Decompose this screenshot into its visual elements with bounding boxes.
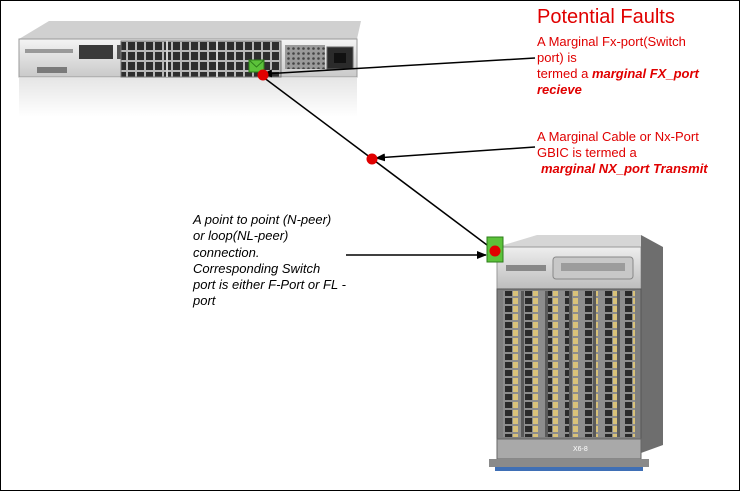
note-line-1: A point to point (N-peer) [193, 212, 332, 227]
fx-port-fault-text: A Marginal Fx-port(Switch port) is terme… [537, 34, 699, 98]
nx-port-fault-text: A Marginal Cable or Nx-Port GBIC is term… [537, 129, 708, 177]
fx-port-fault-dot [257, 69, 269, 81]
nx-line-1: A Marginal Cable or Nx-Port [537, 129, 699, 144]
note-line-2: or loop(NL-peer) [193, 228, 289, 244]
fx-line-2: port) is [537, 50, 577, 65]
fx-fault-term-cont: recieve [537, 82, 582, 97]
note-line-3: connection. [193, 244, 260, 260]
note-line-6: port [193, 293, 216, 309]
nx-port-fault-arrow [375, 146, 536, 162]
fx-fault-term: marginal FX_port [591, 66, 699, 81]
edge-switch-image [18, 21, 361, 117]
nx-port-end-fault-dot [489, 245, 501, 257]
director-chassis-image [489, 235, 663, 471]
potential-faults-title: Potential Faults [537, 6, 675, 28]
fx-line-3-lead: termed a [537, 66, 589, 81]
nx-port-fault-dot [366, 153, 378, 165]
nx-fault-term: marginal NX_port Transmit [541, 161, 708, 176]
note-line-4: Corresponding Switch [193, 260, 321, 276]
nx-line-2: GBIC is termed a [537, 145, 637, 160]
cable-link-line [262, 76, 496, 252]
note-line-5: port is either F-Port or FL - [193, 277, 346, 293]
connection-note-text: A point to point (N-peer) or loop(NL-pee… [193, 212, 346, 310]
fx-port-fault-arrow [262, 57, 536, 78]
chassis-model-label: X6-8 [573, 446, 588, 453]
switch-port-marker [248, 59, 265, 73]
fx-line-3: termed a marginal FX_port [537, 66, 699, 82]
fx-line-1: A Marginal Fx-port(Switch [537, 34, 686, 49]
